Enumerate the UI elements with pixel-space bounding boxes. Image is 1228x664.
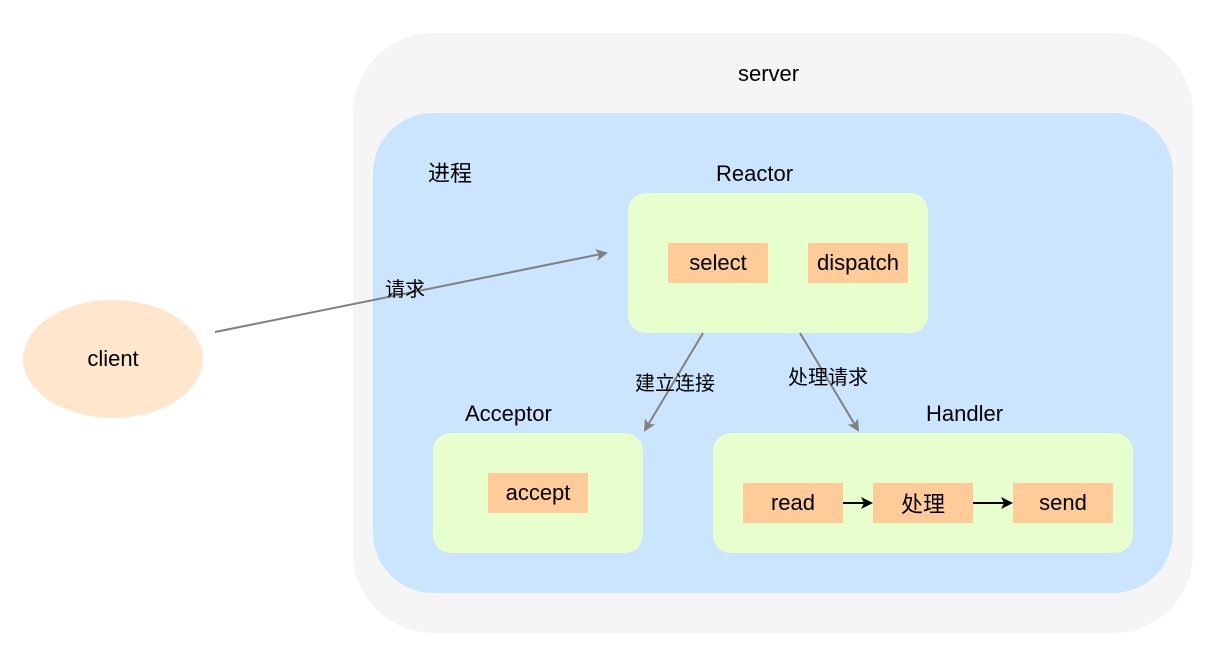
acceptor-title: Acceptor bbox=[465, 401, 552, 426]
accept-chip: accept bbox=[488, 473, 588, 513]
reactor-title: Reactor bbox=[716, 161, 794, 186]
establish-connection-arrow bbox=[643, 332, 704, 432]
process-title: 进程 bbox=[428, 161, 473, 186]
send-chip: send bbox=[1013, 483, 1113, 523]
handler-title: Handler bbox=[926, 401, 1004, 426]
server-title: server bbox=[738, 61, 800, 86]
select-chip: select bbox=[668, 243, 768, 283]
client-label: client bbox=[87, 346, 139, 371]
process-chip: 处理 bbox=[873, 483, 973, 523]
request-arrow bbox=[214, 249, 608, 333]
handle-request-arrow bbox=[799, 332, 860, 432]
request-edge-label: 请求 bbox=[385, 279, 425, 301]
establish-connection-edge-label: 建立连接 bbox=[635, 373, 715, 395]
dispatch-chip: dispatch bbox=[808, 243, 908, 283]
client-node: client bbox=[23, 300, 203, 418]
handle-request-edge-label: 处理请求 bbox=[788, 367, 868, 389]
read-chip: read bbox=[743, 483, 843, 523]
